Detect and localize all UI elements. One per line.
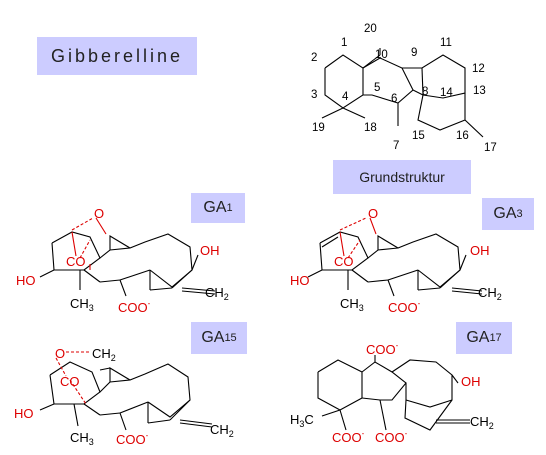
ga1-ch2: CH2 xyxy=(205,285,229,302)
ga1-oh: OH xyxy=(200,243,220,258)
ga17-ch2: CH2 xyxy=(470,414,494,431)
ga15-ch3: CH3 xyxy=(70,430,94,447)
ga15-structure: O CH2 CO HO COO- CH3 CH2 xyxy=(14,346,234,447)
atom-number-13: 13 xyxy=(473,85,486,97)
atom-number-5: 5 xyxy=(374,82,380,94)
base-structure-label: Grundstruktur xyxy=(333,160,471,194)
ga17-coo-left: COO- xyxy=(332,429,365,445)
atom-number-8: 8 xyxy=(422,86,428,98)
atom-number-2: 2 xyxy=(311,52,317,64)
atom-number-15: 15 xyxy=(412,130,425,142)
ga3-ch2: CH2 xyxy=(478,285,502,302)
ga15-oxygen: O xyxy=(55,346,65,361)
ga3-ho: HO xyxy=(290,273,310,288)
atom-number-20: 20 xyxy=(364,23,377,35)
atom-number-14: 14 xyxy=(440,87,453,99)
atom-number-18: 18 xyxy=(364,122,377,134)
ga15-ch2: CH2 xyxy=(92,346,116,363)
ga17-coo-top: COO- xyxy=(366,341,399,357)
atom-number-7: 7 xyxy=(393,140,399,152)
ga15-ch2-methylene: CH2 xyxy=(210,422,234,439)
atom-number-17: 17 xyxy=(484,142,497,154)
ga1-coo: COO- xyxy=(118,299,151,315)
ga3-oh: OH xyxy=(470,243,490,258)
atom-number-19: 19 xyxy=(312,122,325,134)
ga1-oxygen: O xyxy=(94,206,104,221)
ga3-ch3: CH3 xyxy=(340,296,364,313)
base-structure-numbers: 1 2 3 4 5 6 7 8 9 10 11 12 13 14 15 16 1… xyxy=(311,23,497,154)
atom-number-1: 1 xyxy=(341,37,347,49)
ga3-coo: COO- xyxy=(388,299,421,315)
atom-number-10: 10 xyxy=(375,49,388,61)
ga17-structure: COO- OH H3C COO- COO- CH2 xyxy=(290,341,494,445)
ga15-co: CO xyxy=(60,374,80,389)
atom-number-4: 4 xyxy=(342,91,349,103)
ga17-h3c: H3C xyxy=(290,412,314,429)
ga3-structure: O CO HO OH COO- CH3 CH2 xyxy=(290,206,502,315)
ga1-ch3: CH3 xyxy=(70,296,94,313)
atom-number-11: 11 xyxy=(440,37,452,49)
atom-number-9: 9 xyxy=(411,47,417,59)
atom-number-3: 3 xyxy=(311,89,317,101)
ga17-coo-right: COO- xyxy=(375,429,408,445)
ga1-co: CO xyxy=(66,254,86,269)
ga1-structure: O CO HO OH COO- CH3 CH2 xyxy=(16,206,229,315)
atom-number-12: 12 xyxy=(472,63,485,75)
ga15-ho: HO xyxy=(14,406,34,421)
title-label: Gibberelline xyxy=(37,37,197,75)
ga3-co: CO xyxy=(334,254,354,269)
ga15-coo: COO- xyxy=(116,431,149,447)
atom-number-16: 16 xyxy=(456,130,469,142)
atom-number-6: 6 xyxy=(391,93,397,105)
ga17-oh: OH xyxy=(461,374,481,389)
ga3-oxygen: O xyxy=(368,206,378,221)
ga1-ho: HO xyxy=(16,273,36,288)
base-structure-skeleton xyxy=(321,48,484,138)
